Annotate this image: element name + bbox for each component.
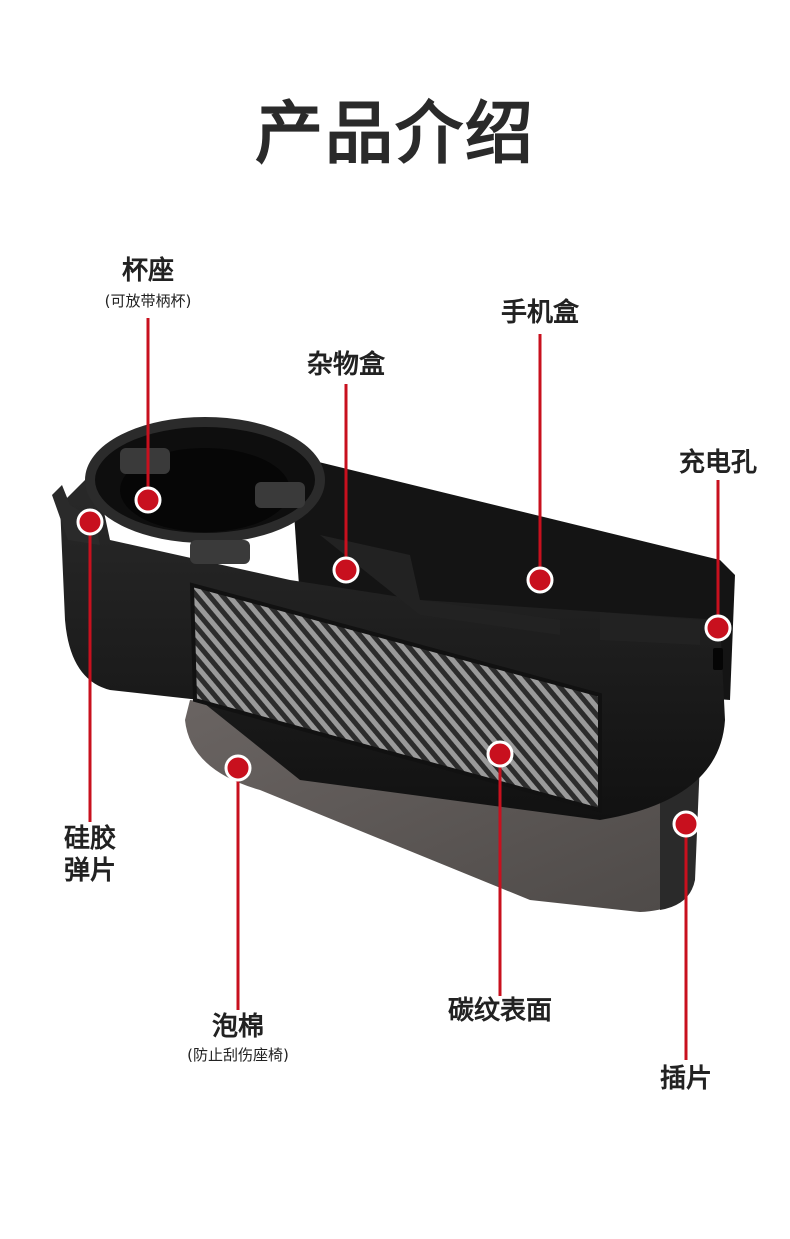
label-cup-holder-note: (可放带柄杯): [104, 292, 192, 310]
callout-lines: [88, 318, 720, 1060]
cup-tab: [255, 482, 305, 508]
dot-storage-box: [332, 556, 360, 584]
dot-silicone: [76, 508, 104, 536]
label-silicone-line2: 弹片: [63, 856, 116, 886]
label-charge-port: 充电孔: [678, 448, 757, 478]
cup-tab: [190, 540, 250, 564]
label-storage-box: 杂物盒: [306, 350, 385, 380]
label-phone-box: 手机盒: [500, 298, 579, 328]
label-foam: 泡棉: [211, 1012, 264, 1042]
storage-divider: [320, 535, 560, 635]
label-foam-note: (防止刮伤座椅): [187, 1046, 289, 1064]
phone-divider: [600, 612, 700, 645]
page-title: 产品介绍: [254, 95, 535, 174]
dot-carbon: [486, 740, 514, 768]
label-insert: 插片: [659, 1064, 712, 1094]
dot-phone-box: [526, 566, 554, 594]
label-carbon-surface: 碳纹表面: [447, 996, 552, 1026]
label-cup-holder: 杯座: [121, 256, 174, 286]
label-silicone-line1: 硅胶: [63, 824, 116, 854]
cup-tab: [120, 448, 170, 474]
callout-dots: [76, 486, 732, 838]
dot-insert: [672, 810, 700, 838]
dot-charge-port: [704, 614, 732, 642]
dot-cup-holder: [134, 486, 162, 514]
dot-foam: [224, 754, 252, 782]
charge-port-slot: [713, 648, 723, 670]
